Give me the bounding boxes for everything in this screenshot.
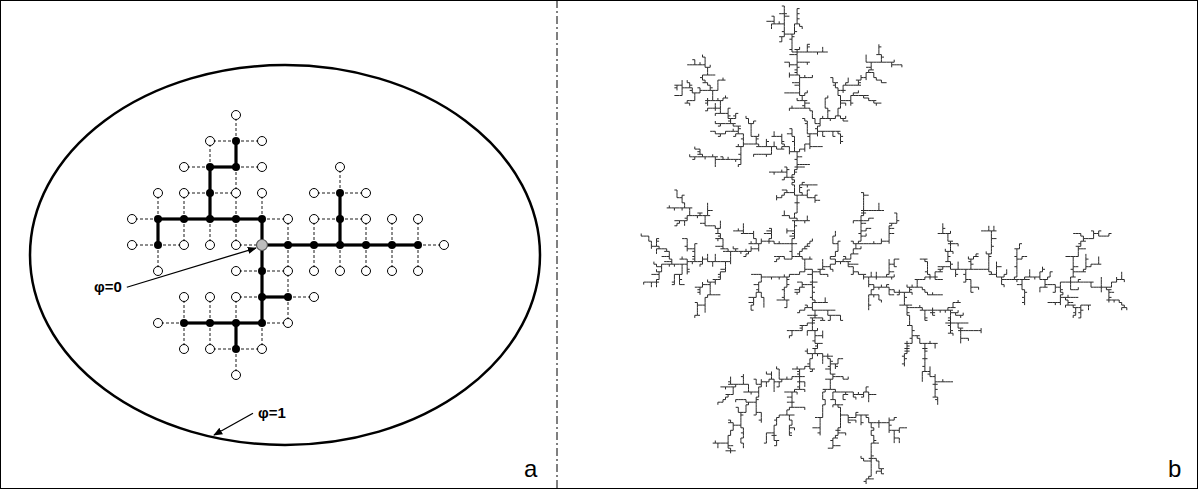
- perimeter-site: [128, 241, 137, 250]
- occupied-site: [206, 319, 214, 327]
- perimeter-site: [310, 215, 319, 224]
- occupied-site: [284, 241, 292, 249]
- perimeter-site: [414, 215, 423, 224]
- perimeter-site: [154, 319, 163, 328]
- perimeter-site: [258, 345, 267, 354]
- perimeter-site: [310, 189, 319, 198]
- perimeter-site: [128, 215, 137, 224]
- panel-letter: a: [524, 456, 537, 482]
- occupied-site: [232, 137, 240, 145]
- potential-label: φ=1: [256, 405, 288, 422]
- perimeter-site: [232, 267, 241, 276]
- perimeter-site: [414, 267, 423, 276]
- leader-lines: [127, 248, 256, 435]
- occupied-site: [180, 215, 188, 223]
- perimeter-site: [232, 371, 241, 380]
- perimeter-site: [310, 267, 319, 276]
- perimeter-site: [232, 241, 241, 250]
- occupied-site: [206, 189, 214, 197]
- perimeter-site: [336, 267, 345, 276]
- occupied-site: [206, 215, 214, 223]
- perimeter-site: [362, 267, 371, 276]
- perimeter-site: [180, 189, 189, 198]
- perimeter-site: [206, 137, 215, 146]
- perimeter-site: [232, 111, 241, 120]
- perimeter-site: [336, 163, 345, 172]
- occupied-site: [258, 319, 266, 327]
- leader-arrow: [127, 248, 256, 287]
- panel-letter: b: [1168, 456, 1181, 482]
- lattice-cluster: [128, 111, 449, 380]
- perimeter-site: [232, 293, 241, 302]
- occupied-site: [310, 241, 318, 249]
- perimeter-site: [258, 137, 267, 146]
- perimeter-site: [258, 163, 267, 172]
- occupied-site: [232, 345, 240, 353]
- occupied-site: [232, 163, 240, 171]
- perimeter-site: [440, 241, 449, 250]
- perimeter-site: [362, 215, 371, 224]
- perimeter-site: [206, 293, 215, 302]
- perimeter-site: [180, 345, 189, 354]
- occupied-site: [388, 241, 396, 249]
- perimeter-site: [284, 319, 293, 328]
- occupied-site: [258, 293, 266, 301]
- perimeter-site: [284, 267, 293, 276]
- panel-divider: [557, 0, 558, 489]
- perimeter-site: [154, 267, 163, 276]
- occupied-site: [414, 241, 422, 249]
- occupied-site: [336, 215, 344, 223]
- perimeter-site: [180, 241, 189, 250]
- occupied-site: [258, 215, 266, 223]
- perimeter-site: [206, 241, 215, 250]
- potential-label: φ=0: [92, 279, 124, 296]
- dla-fractal: [641, 6, 1127, 484]
- perimeter-site: [154, 189, 163, 198]
- perimeter-site: [310, 293, 319, 302]
- occupied-site: [284, 293, 292, 301]
- perimeter-site: [206, 345, 215, 354]
- occupied-site: [258, 267, 266, 275]
- occupied-site: [154, 241, 162, 249]
- leader-arrow: [214, 413, 253, 435]
- occupied-site: [180, 319, 188, 327]
- perimeter-site: [232, 189, 241, 198]
- occupied-site: [154, 215, 162, 223]
- occupied-site: [336, 189, 344, 197]
- perimeter-site: [180, 163, 189, 172]
- perimeter-site: [388, 215, 397, 224]
- perimeter-site: [362, 189, 371, 198]
- boundary-ellipse: [30, 65, 540, 445]
- occupied-site: [336, 241, 344, 249]
- occupied-site: [206, 163, 214, 171]
- occupied-site: [232, 319, 240, 327]
- occupied-site: [362, 241, 370, 249]
- seed-site: [257, 240, 268, 251]
- perimeter-site: [258, 189, 267, 198]
- perimeter-site: [180, 293, 189, 302]
- perimeter-site: [284, 215, 293, 224]
- occupied-site: [232, 215, 240, 223]
- perimeter-site: [388, 267, 397, 276]
